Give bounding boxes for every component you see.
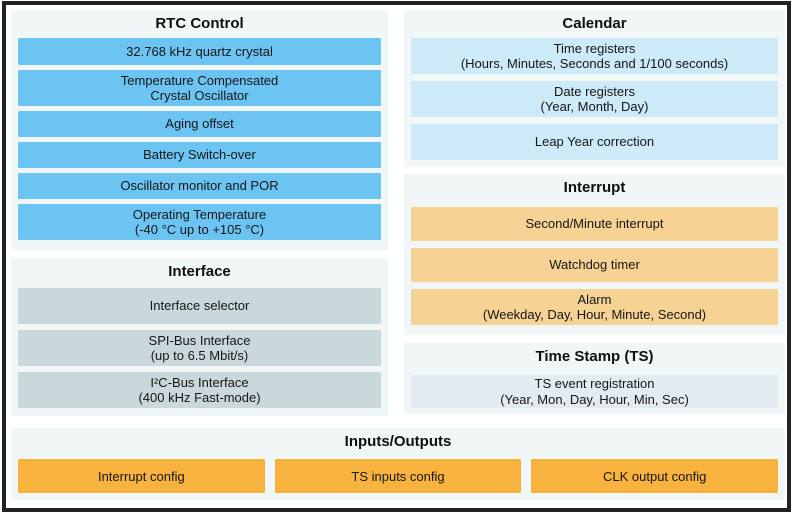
feature-block-watchdog-timer: Watchdog timer bbox=[411, 248, 778, 282]
time-stamp-items: TS event registration (Year, Mon, Day, H… bbox=[411, 375, 778, 408]
feature-block-leap-year-correction: Leap Year correction bbox=[411, 124, 778, 160]
feature-block-battery-switch-over: Battery Switch-over bbox=[18, 142, 381, 168]
feature-block-spi-bus-interface: SPI-Bus Interface (up to 6.5 Mbit/s) bbox=[18, 330, 381, 366]
feature-block-time-registers: Time registers (Hours, Minutes, Seconds … bbox=[411, 38, 778, 74]
feature-block-quartz-crystal: 32.768 kHz quartz crystal bbox=[18, 38, 381, 65]
feature-block-interrupt-config: Interrupt config bbox=[18, 459, 265, 493]
section-title-time-stamp: Time Stamp (TS) bbox=[535, 348, 654, 365]
feature-block-second-minute-interrupt: Second/Minute interrupt bbox=[411, 207, 778, 241]
section-interface: Interface Interface selector SPI-Bus Int… bbox=[11, 258, 388, 416]
feature-block-operating-temperature: Operating Temperature (-40 °C up to +105… bbox=[18, 204, 381, 240]
section-title-rtc-control: RTC Control bbox=[155, 15, 244, 32]
feature-block-ts-inputs-config: TS inputs config bbox=[274, 459, 522, 493]
feature-block-date-registers: Date registers (Year, Month, Day) bbox=[411, 81, 778, 117]
section-rtc-control: RTC Control 32.768 kHz quartz crystal Te… bbox=[11, 10, 388, 250]
section-title-calendar: Calendar bbox=[562, 15, 627, 32]
feature-block-ts-event-registration: TS event registration (Year, Mon, Day, H… bbox=[411, 375, 778, 408]
feature-block-oscillator-monitor-por: Oscillator monitor and POR bbox=[18, 173, 381, 199]
section-title-inputs-outputs: Inputs/Outputs bbox=[344, 433, 452, 450]
feature-block-clk-output-config: CLK output config bbox=[531, 459, 779, 493]
interface-items: Interface selector SPI-Bus Interface (up… bbox=[18, 288, 381, 408]
feature-block-interface-selector: Interface selector bbox=[18, 288, 381, 324]
rtc-control-items: 32.768 kHz quartz crystal Temperature Co… bbox=[18, 38, 381, 240]
feature-block-tcxo: Temperature Compensated Crystal Oscillat… bbox=[18, 70, 381, 106]
feature-block-alarm: Alarm (Weekday, Day, Hour, Minute, Secon… bbox=[411, 289, 778, 325]
inputs-outputs-items: Interrupt config TS inputs config CLK ou… bbox=[18, 459, 779, 493]
section-interrupt: Interrupt Second/Minute interrupt Watchd… bbox=[404, 174, 785, 335]
section-title-interrupt: Interrupt bbox=[563, 179, 626, 196]
feature-block-aging-offset: Aging offset bbox=[18, 111, 381, 137]
section-inputs-outputs: Inputs/Outputs Interrupt config TS input… bbox=[11, 428, 785, 500]
diagram-border bbox=[2, 1, 791, 512]
section-time-stamp: Time Stamp (TS) TS event registration (Y… bbox=[404, 343, 785, 414]
section-title-interface: Interface bbox=[168, 263, 231, 280]
calendar-items: Time registers (Hours, Minutes, Seconds … bbox=[411, 38, 778, 160]
interrupt-items: Second/Minute interrupt Watchdog timer A… bbox=[411, 207, 778, 325]
feature-block-i2c-bus-interface: I²C-Bus Interface (400 kHz Fast-mode) bbox=[18, 372, 381, 408]
section-calendar: Calendar Time registers (Hours, Minutes,… bbox=[404, 10, 785, 167]
